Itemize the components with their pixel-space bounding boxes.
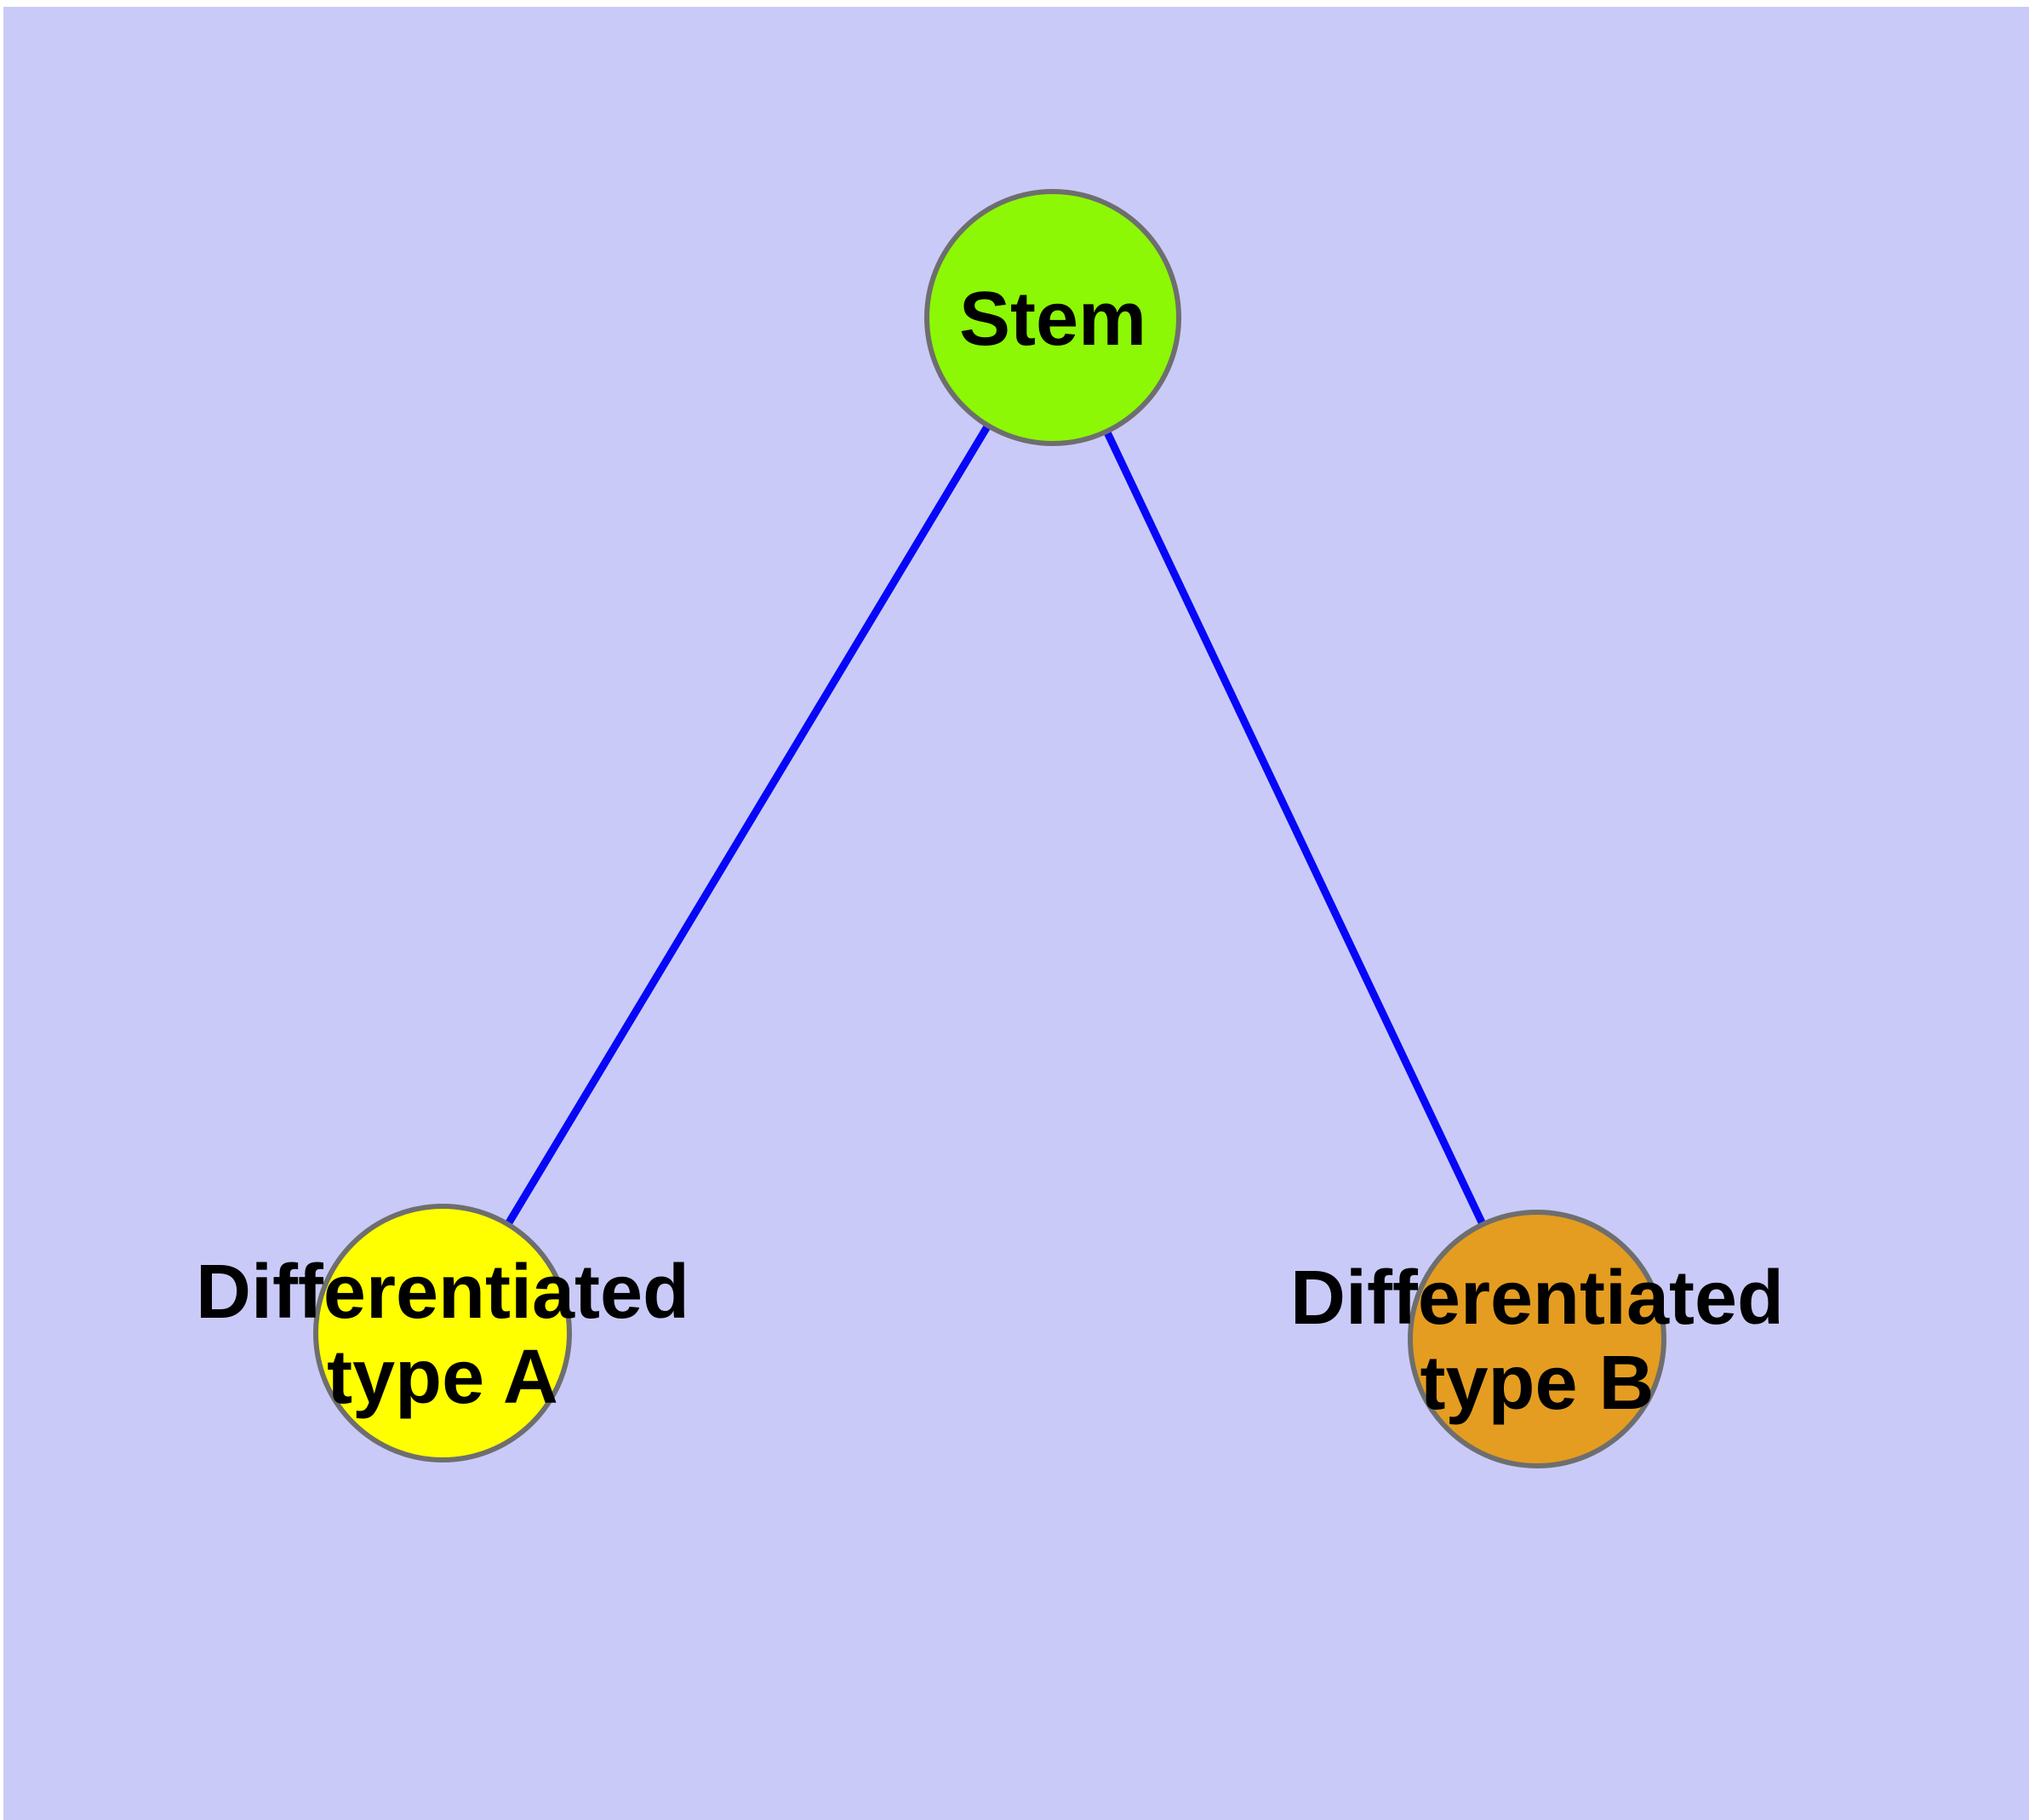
edge-stem-to-type-b bbox=[1049, 316, 1541, 1341]
node-type-a-label-line2: type A bbox=[327, 1335, 558, 1420]
edge-stem-to-type-a bbox=[439, 315, 1056, 1336]
node-type-b-circle bbox=[1408, 1210, 1666, 1468]
node-type-b-label-line2: type B bbox=[1420, 1341, 1654, 1426]
node-type-b-label-line1: Differentiated bbox=[1290, 1256, 1784, 1341]
node-stem-label: Stem bbox=[959, 277, 1146, 362]
node-stem-circle bbox=[924, 189, 1181, 446]
node-type-a-circle bbox=[313, 1204, 572, 1462]
node-type-a-label-line1: Differentiated bbox=[196, 1250, 689, 1335]
